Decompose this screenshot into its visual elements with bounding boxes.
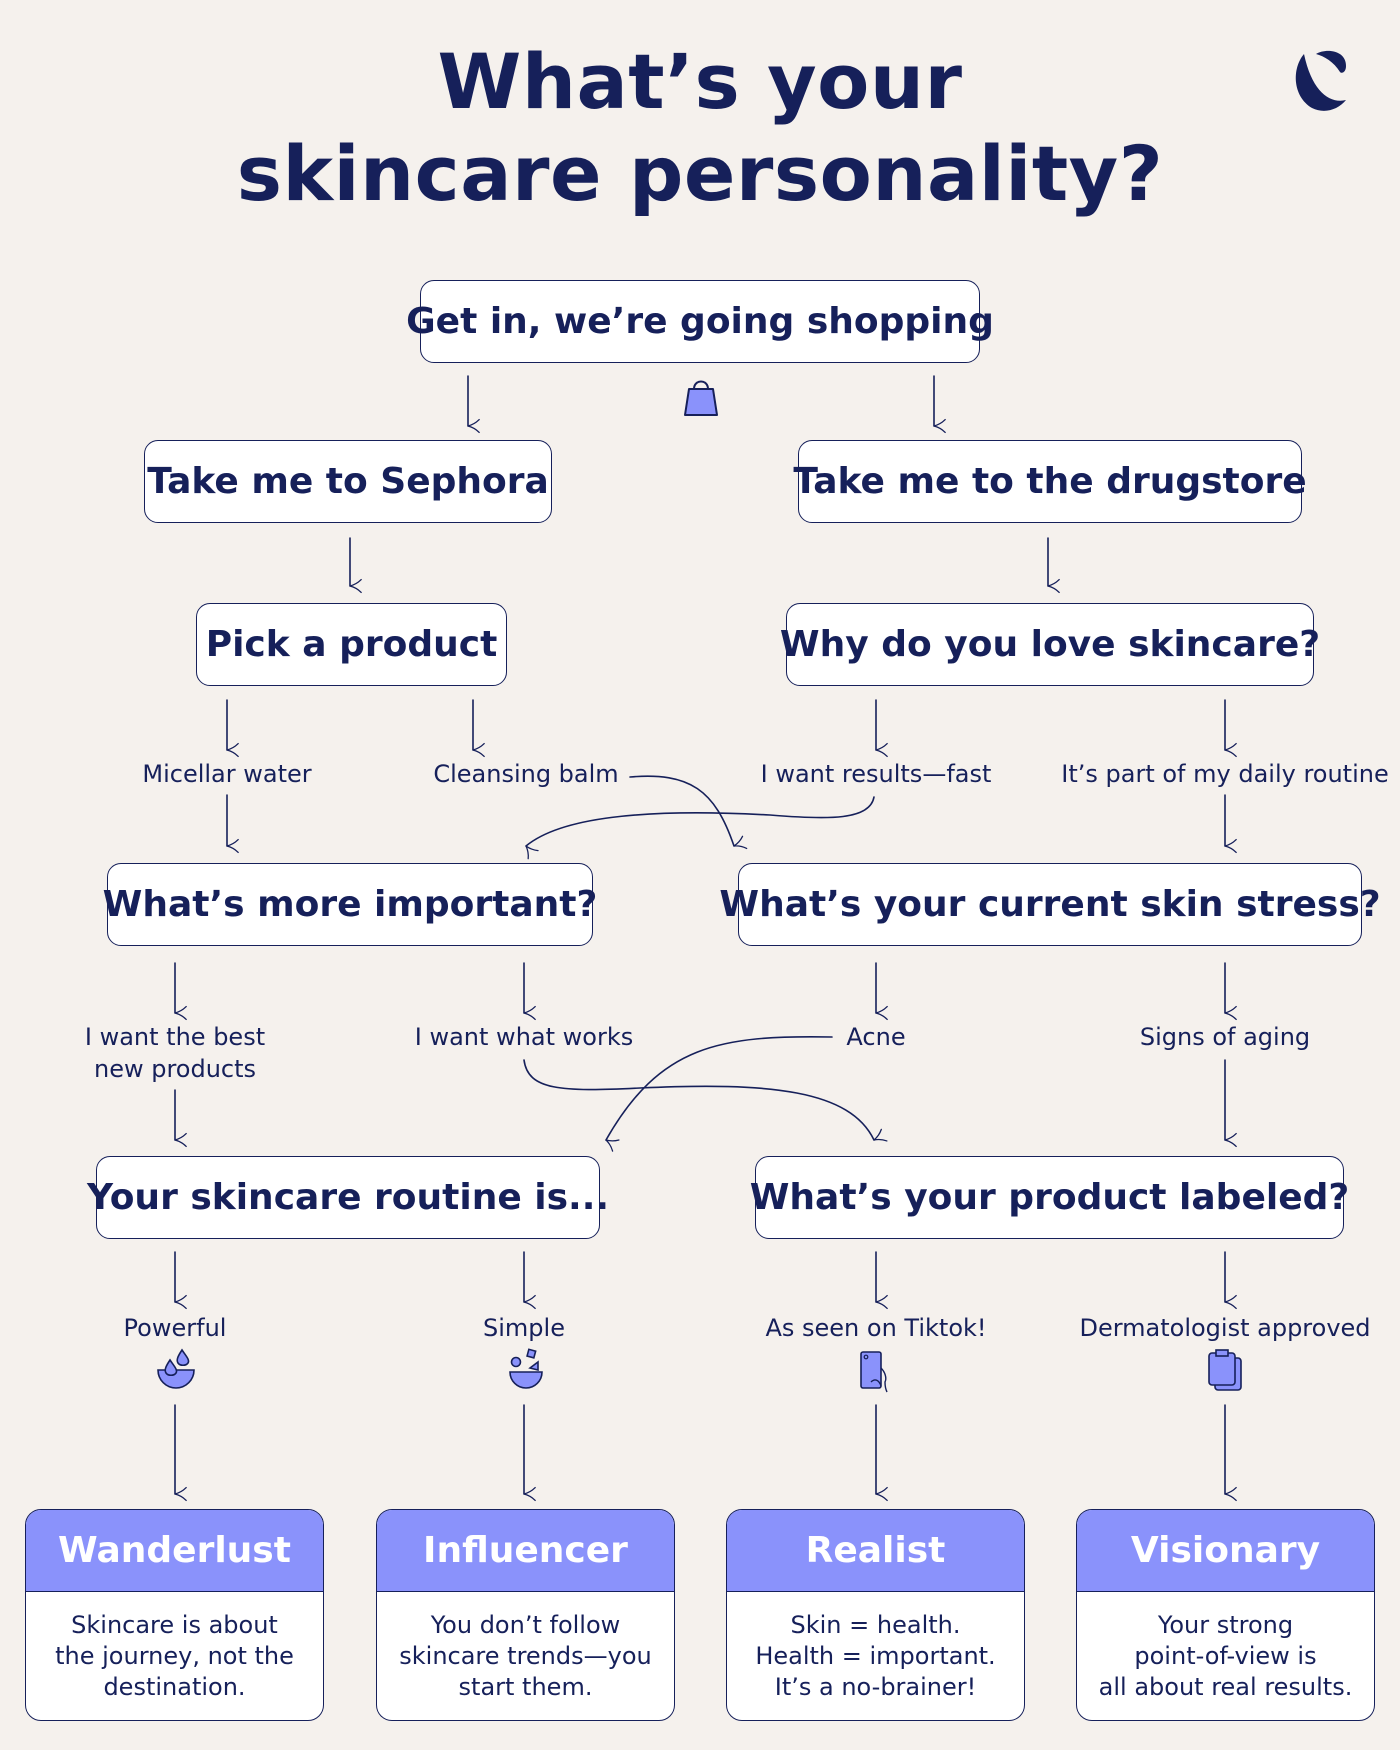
phone-in-hand-icon xyxy=(860,1351,888,1393)
node-labeled-label: What’s your product labeled? xyxy=(749,1177,1350,1218)
node-sephora: Take me to Sephora xyxy=(144,440,552,523)
answer-what-works: I want what works xyxy=(414,1023,634,1051)
result-line: It’s a no-brainer! xyxy=(774,1673,977,1701)
answer-best-new-line-1: I want the best xyxy=(84,1023,266,1051)
result-title: Realist xyxy=(727,1510,1024,1592)
clipboard-icon xyxy=(1208,1349,1242,1391)
answer-best-new-products: I want the best new products xyxy=(85,1021,265,1085)
bowl-with-drops-icon xyxy=(157,1348,195,1389)
answer-signs-of-aging: Signs of aging xyxy=(1139,1023,1311,1051)
result-line: point-of-view is xyxy=(1134,1642,1317,1670)
node-drugstore: Take me to the drugstore xyxy=(793,440,1307,523)
result-line: Skin = health. xyxy=(790,1611,961,1639)
title-line-2: skincare personality? xyxy=(236,129,1164,218)
answer-results-fast: I want results—fast xyxy=(760,760,992,788)
node-sephora-label: Take me to Sephora xyxy=(147,461,549,502)
answer-powerful: Powerful xyxy=(123,1314,227,1342)
node-why-love-label: Why do you love skincare? xyxy=(779,624,1321,665)
result-description: Skin = health. Health = important. It’s … xyxy=(727,1592,1024,1703)
result-card-wanderlust: Wanderlust Skincare is about the journey… xyxy=(25,1509,324,1721)
node-drugstore-label: Take me to the drugstore xyxy=(793,461,1307,502)
result-card-realist: Realist Skin = health. Health = importan… xyxy=(726,1509,1025,1721)
node-skin-stress-label: What’s your current skin stress? xyxy=(719,884,1381,925)
result-card-influencer: Influencer You don’t follow skincare tre… xyxy=(376,1509,675,1721)
answer-daily-routine: It’s part of my daily routine xyxy=(1061,760,1389,788)
shopping-bag-icon xyxy=(684,380,718,416)
result-line: skincare trends—you xyxy=(399,1642,652,1670)
bowl-with-shapes-icon xyxy=(509,1348,543,1389)
answer-cleansing-balm: Cleansing balm xyxy=(433,760,619,788)
node-more-important: What’s more important? xyxy=(103,863,597,946)
node-pick-product: Pick a product xyxy=(196,603,507,686)
result-line: start them. xyxy=(458,1673,593,1701)
result-description: You don’t follow skincare trends—you sta… xyxy=(377,1592,674,1703)
node-skin-stress: What’s your current skin stress? xyxy=(719,863,1381,946)
node-routine-label: Your skincare routine is... xyxy=(86,1177,610,1218)
result-line: Health = important. xyxy=(755,1642,996,1670)
page-title: What’s your skincare personality? xyxy=(0,36,1400,220)
title-line-1: What’s your xyxy=(437,37,963,126)
result-title: Wanderlust xyxy=(26,1510,323,1592)
result-description: Skincare is about the journey, not the d… xyxy=(26,1592,323,1703)
answer-tiktok: As seen on Tiktok! xyxy=(765,1314,987,1342)
result-line: You don’t follow xyxy=(430,1611,621,1639)
result-line: all about real results. xyxy=(1098,1673,1353,1701)
node-more-important-label: What’s more important? xyxy=(102,884,598,925)
node-why-love: Why do you love skincare? xyxy=(780,603,1320,686)
result-line: Skincare is about xyxy=(71,1611,278,1639)
result-description: Your strong point-of-view is all about r… xyxy=(1077,1592,1374,1703)
answer-acne: Acne xyxy=(846,1023,906,1051)
answer-best-new-line-2: new products xyxy=(93,1055,257,1083)
node-start: Get in, we’re going shopping xyxy=(406,280,994,363)
result-title: Influencer xyxy=(377,1510,674,1592)
result-line: the journey, not the xyxy=(55,1642,294,1670)
result-title: Visionary xyxy=(1077,1510,1374,1592)
node-start-label: Get in, we’re going shopping xyxy=(406,301,994,342)
node-labeled: What’s your product labeled? xyxy=(750,1156,1349,1239)
result-line: Your strong xyxy=(1157,1611,1294,1639)
answer-simple: Simple xyxy=(483,1314,565,1342)
result-card-visionary: Visionary Your strong point-of-view is a… xyxy=(1076,1509,1375,1721)
node-pick-product-label: Pick a product xyxy=(205,624,498,665)
result-line: destination. xyxy=(103,1673,246,1701)
answer-micellar-water: Micellar water xyxy=(142,760,312,788)
answer-dermatologist: Dermatologist approved xyxy=(1079,1314,1371,1342)
node-routine: Your skincare routine is... xyxy=(87,1156,609,1239)
brand-logo-icon xyxy=(1295,50,1346,111)
